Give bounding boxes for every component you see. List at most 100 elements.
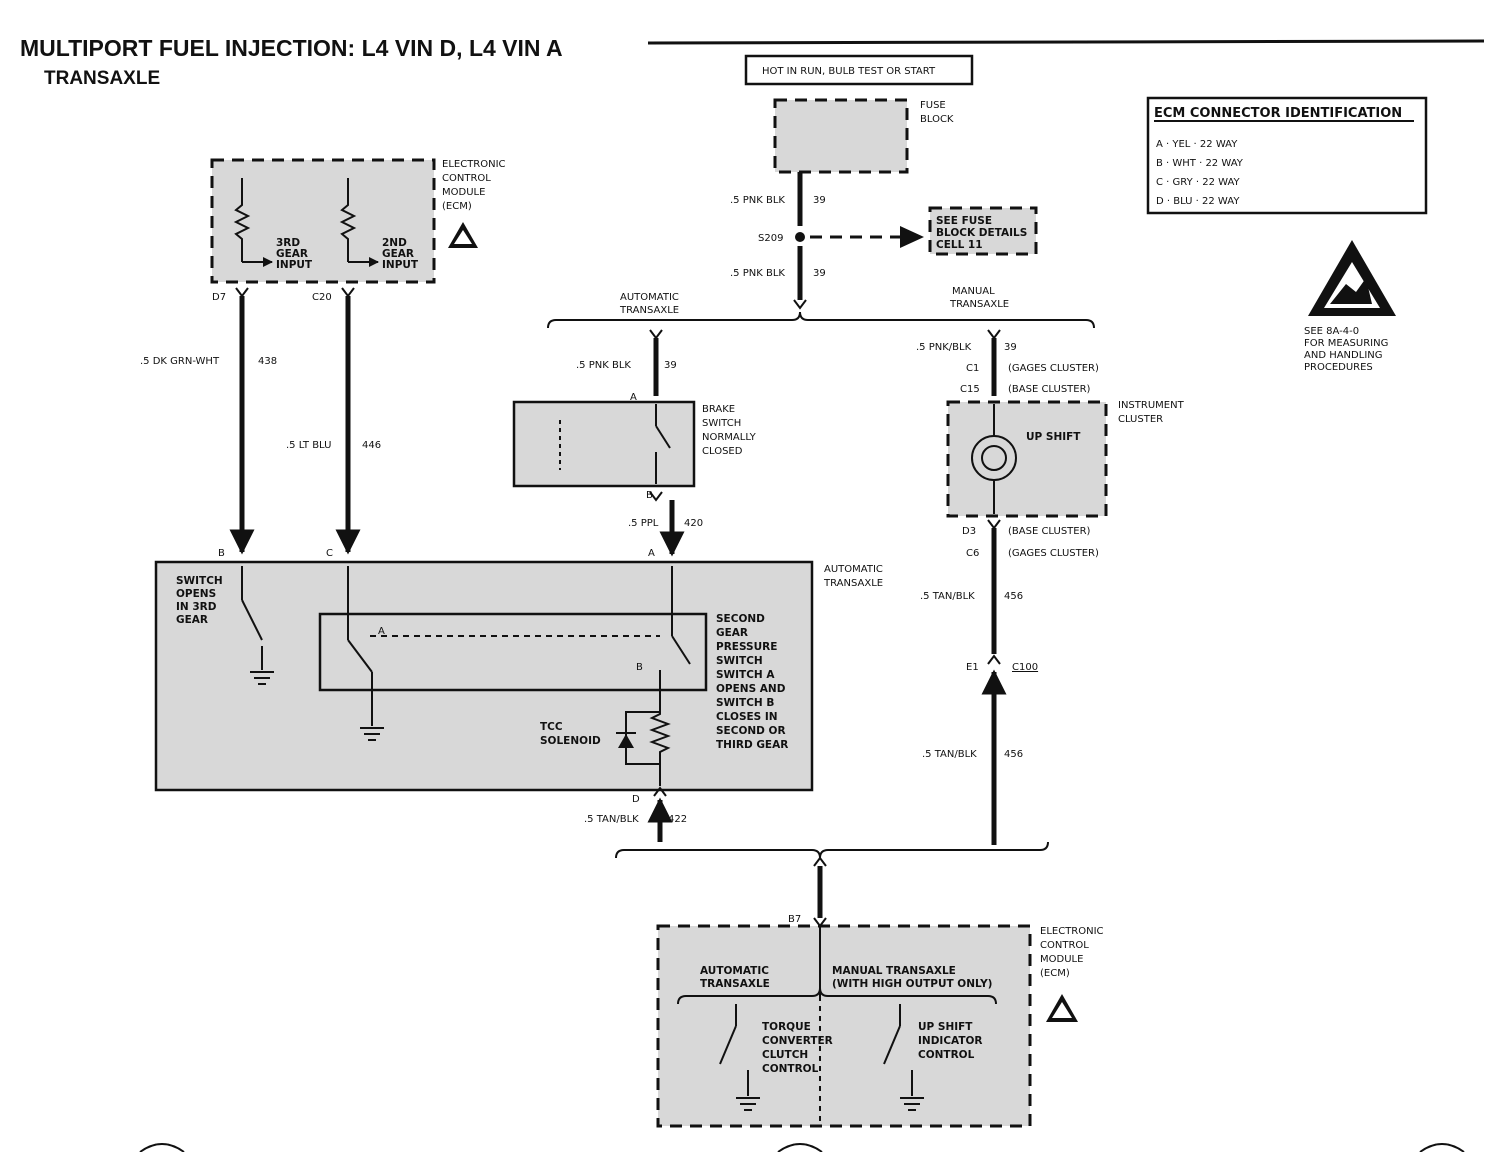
- connector-brake-bottom: [649, 491, 663, 502]
- sw2-text-8: CLOSES IN: [716, 711, 778, 723]
- ecm-top-input1-c: INPUT: [276, 259, 313, 271]
- wire-438-gauge: .5 DK GRN-WHT: [140, 356, 220, 367]
- ecm-top-resistor-2: [339, 178, 357, 262]
- brake-switch-label-1: BRAKE: [702, 404, 735, 415]
- tcc-diode-icon: [618, 734, 634, 748]
- fuse-block: [773, 98, 909, 174]
- brake-switch-pin-a: A: [630, 392, 637, 403]
- connector-d: [653, 786, 667, 797]
- auto-pin-b: B: [218, 548, 225, 559]
- ecm-id-row-b: B · WHT · 22 WAY: [1156, 158, 1244, 169]
- wire-39a-circuit: 39: [813, 195, 826, 206]
- ecm-bottom-man-2: (WITH HIGH OUTPUT ONLY): [832, 978, 992, 990]
- pressure-sw-b-label: A: [378, 626, 385, 637]
- sw2-text-2: GEAR: [716, 627, 748, 639]
- ecm-top-input2-a: 2ND: [382, 237, 407, 249]
- sw2-text-5: SWITCH A: [716, 669, 775, 681]
- brake-switch-label-2: SWITCH: [702, 418, 741, 429]
- cluster-label-1: INSTRUMENT: [1118, 400, 1185, 411]
- brake-switch-contact: [655, 425, 671, 449]
- wire-420-circuit: 420: [684, 518, 703, 529]
- connector-brake-top: [649, 329, 663, 340]
- brake-switch-label-3: NORMALLY: [702, 432, 757, 443]
- cluster-d3: D3: [962, 526, 976, 537]
- wire-39c-circuit: 39: [664, 360, 677, 371]
- upshift-lamp-filament-icon: [981, 445, 1007, 471]
- tcc-label-1: TCC: [540, 721, 563, 733]
- wire-39a-gauge: .5 PNK BLK: [730, 195, 785, 206]
- sw3-text-4: GEAR: [176, 614, 208, 626]
- ecm-id-row-c: C · GRY · 22 WAY: [1156, 177, 1241, 188]
- connector-merge: [813, 856, 827, 867]
- ecm-top-input1-b: GEAR: [276, 248, 308, 260]
- power-note-box: [744, 54, 974, 86]
- ecm-bottom-pin: B7: [788, 914, 801, 925]
- wire-446-circuit: 446: [362, 440, 381, 451]
- ecm-top-input1-a: 3RD: [276, 237, 300, 249]
- ecm-bottom-label-4: (ECM): [1040, 968, 1070, 979]
- title-rule: [647, 39, 1485, 45]
- cluster-c6-note: (GAGES CLUSTER): [1008, 548, 1099, 559]
- cluster-lamp-label: UP SHIFT: [1026, 431, 1081, 443]
- sw3-text-1: SWITCH: [176, 575, 223, 587]
- sw2-text-7: SWITCH B: [716, 697, 774, 709]
- branch-man-2: TRANSAXLE: [949, 299, 1009, 310]
- ecm-id-row-d: D · BLU · 22 WAY: [1156, 196, 1240, 207]
- binding-hole-left: [139, 1143, 185, 1152]
- ground-icon-ecm-tcc: [736, 1097, 760, 1111]
- ground-icon-pressure: [360, 727, 384, 741]
- page-subtitle: TRANSAXLE: [44, 68, 160, 89]
- ecm-usi-text-3: CONTROL: [918, 1049, 975, 1061]
- sw2-text-1: SECOND: [716, 613, 765, 625]
- ecm-bottom-fill: [658, 926, 1030, 1126]
- cluster-label-2: CLUSTER: [1118, 414, 1163, 425]
- sw2-text-10: THIRD GEAR: [716, 739, 788, 751]
- connector-39-branch: [793, 299, 807, 310]
- c100-pin: E1: [966, 662, 979, 673]
- esd-note-4: PROCEDURES: [1304, 362, 1373, 373]
- ecm-top-label-1: ELECTRONIC: [442, 159, 506, 170]
- splice-ref-2: BLOCK DETAILS: [936, 227, 1027, 239]
- auto-transaxle-fill: [156, 562, 812, 790]
- cluster-c15-note: (BASE CLUSTER): [1008, 384, 1091, 395]
- auto-transaxle-label-2: TRANSAXLE: [823, 578, 883, 589]
- esd-note-2: FOR MEASURING: [1304, 338, 1388, 349]
- sw2-text-4: SWITCH: [716, 655, 763, 667]
- branch-auto-2: TRANSAXLE: [619, 305, 679, 316]
- ecm-top-input2-b: GEAR: [382, 248, 414, 260]
- sw3-contact: [241, 599, 263, 641]
- ecm-usi-text-2: INDICATOR: [918, 1035, 983, 1047]
- esd-warning-icon-ecm-bottom: [1046, 994, 1078, 1022]
- connector-cluster-bottom: [987, 519, 1001, 530]
- merge-brace: [615, 841, 1049, 859]
- wire-456b-gauge: .5 TAN/BLK: [922, 749, 977, 760]
- ecm-usi-text-1: UP SHIFT: [918, 1021, 973, 1033]
- ground-icon-sw3: [250, 671, 274, 685]
- power-note: HOT IN RUN, BULB TEST OR START: [762, 66, 936, 77]
- auto-pin-a: A: [648, 548, 655, 559]
- esd-warning-icon: [1308, 240, 1396, 316]
- splice-ref-arrow-icon: [900, 226, 924, 248]
- ecm-bottom-brace: [677, 987, 997, 1005]
- sw2-text-9: SECOND OR: [716, 725, 786, 737]
- splice-s209-label: S209: [758, 233, 783, 244]
- wire-456a-gauge: .5 TAN/BLK: [920, 591, 975, 602]
- wire-446-gauge: .5 LT BLU: [286, 440, 331, 451]
- brake-switch-pin-b: B: [646, 490, 653, 501]
- brake-switch-box: [512, 400, 696, 488]
- ecm-top-resistor-1: [233, 178, 251, 262]
- page-title: MULTIPORT FUEL INJECTION: L4 VIN D, L4 V…: [20, 35, 563, 61]
- ecm-bottom-label-2: CONTROL: [1040, 940, 1089, 951]
- wire-422-gauge: .5 TAN/BLK: [584, 814, 639, 825]
- brake-switch-label-4: CLOSED: [702, 446, 743, 457]
- auto-pin-c: C: [326, 548, 333, 559]
- binding-hole-right: [1419, 1143, 1465, 1152]
- sw2-text-6: OPENS AND: [716, 683, 786, 695]
- cluster-d3-note: (BASE CLUSTER): [1008, 526, 1091, 537]
- pressure-switch-box: [318, 612, 708, 692]
- tcc-solenoid-coil-icon: [649, 708, 671, 786]
- ecm-bottom-label-3: MODULE: [1040, 954, 1083, 965]
- splice-ref-fill: [930, 208, 1036, 254]
- branch-man-1: MANUAL: [952, 286, 995, 297]
